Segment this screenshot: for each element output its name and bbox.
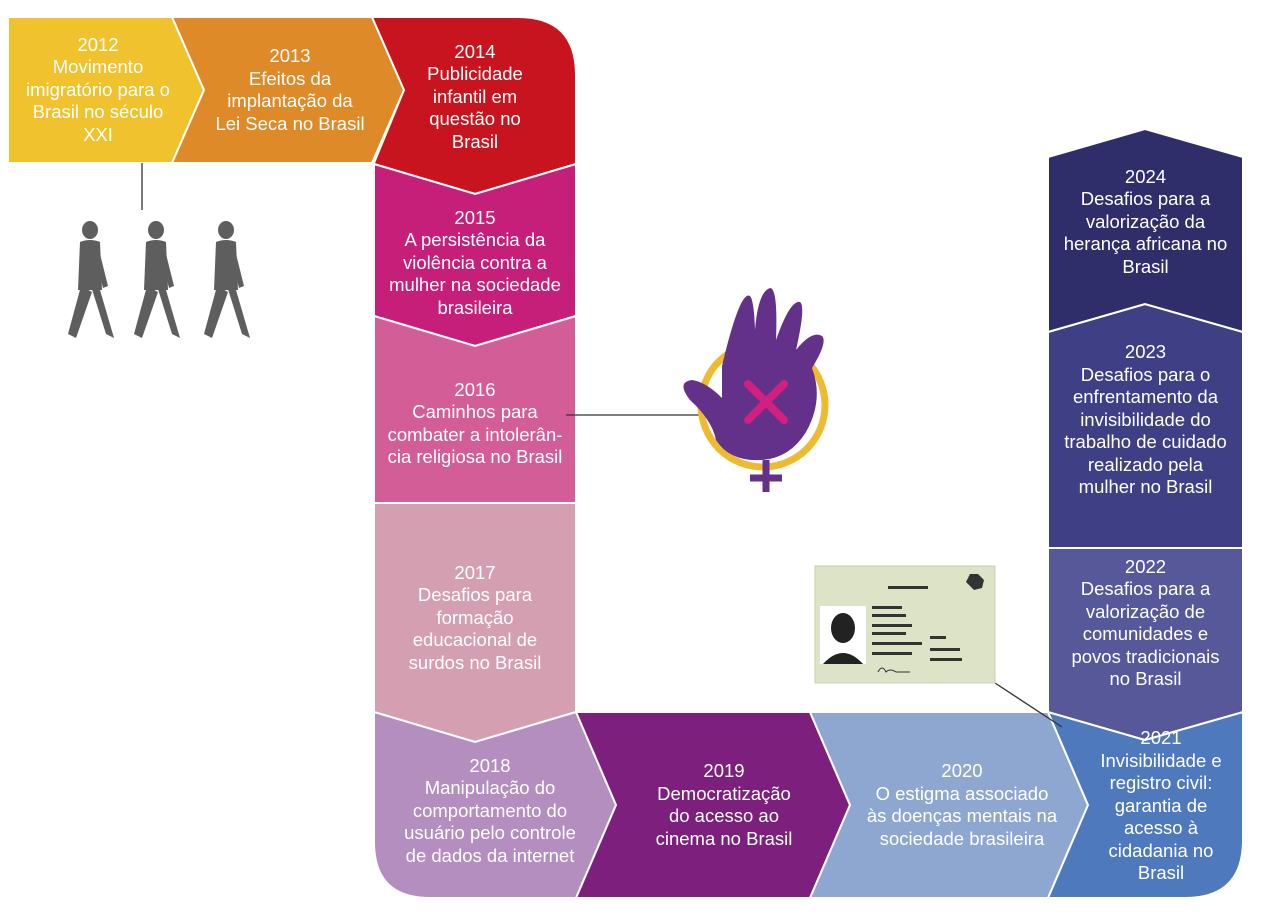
entry-title: Democratização do acesso ao cinema no Br… (655, 782, 793, 849)
card-line-10 (930, 658, 962, 661)
entry-year: 2020 (941, 760, 983, 781)
segment-2024 (1047, 127, 1244, 334)
hand-shape (683, 288, 824, 461)
card-line-1 (888, 586, 928, 589)
card-line-6 (872, 642, 922, 645)
entry-year: 2012 (77, 33, 119, 55)
stop-violence-hand-icon (683, 288, 829, 492)
segment-2016 (373, 314, 577, 504)
walking-people-icon (68, 221, 250, 338)
connector-2021 (994, 682, 1063, 728)
entry-title: A persistência da violência contra a mul… (389, 229, 561, 318)
segment-2021 (1046, 710, 1244, 899)
entry-year: 2013 (269, 45, 311, 66)
entry-year: 2016 (454, 378, 496, 400)
entry-year: 2017 (454, 561, 496, 583)
card-line-7 (872, 652, 912, 655)
timeline-shapes-group (7, 16, 1244, 899)
id-card-icon (814, 565, 996, 684)
card-photo-head (831, 613, 855, 643)
entry-title: Publicidade infantil em questão no Brasi… (427, 63, 523, 152)
card-line-5 (872, 632, 906, 635)
entry-year: 2024 (1124, 165, 1167, 187)
entry-title: Manipulação do comportamento do usuário … (404, 777, 576, 866)
entry-year: 2023 (1124, 341, 1167, 363)
entry-title: Invisibilidade e registro civil: garanti… (1100, 749, 1222, 884)
card-line-3 (872, 614, 906, 617)
card-line-8 (930, 636, 946, 639)
entry-year: 2015 (454, 206, 496, 228)
entry-title: Desafios para formação educacional de su… (408, 584, 542, 673)
x-mark (744, 380, 788, 424)
entry-title: Movimento imigratório para o Brasil no s… (26, 56, 170, 145)
card-photo-shoulders (823, 653, 863, 664)
card-line-2 (872, 606, 902, 609)
entry-year: 2022 (1124, 555, 1167, 577)
entry-year: 2019 (703, 760, 745, 781)
entry-title: O estigma associado às doenças mentais n… (866, 782, 1058, 849)
walker-3 (204, 221, 250, 338)
entry-title: Caminhos para combater a intolerân- cia … (387, 401, 563, 467)
card-line-4 (872, 624, 912, 627)
entry-year: 2018 (469, 754, 511, 776)
card-map (966, 574, 984, 590)
card-signature (877, 667, 910, 673)
entry-title: Efeitos da implantação da Lei Seca no Br… (215, 67, 365, 134)
entry-year: 2021 (1140, 727, 1182, 749)
entry-title: Desafios para a valorização de comunidad… (1071, 578, 1220, 689)
entry-year: 2014 (454, 40, 496, 62)
walker-1 (68, 221, 114, 338)
entry-title: Desafios para a valorização da herança a… (1063, 188, 1228, 277)
walker-2 (134, 221, 180, 338)
card-line-9 (930, 648, 960, 651)
entry-title: Desafios para o enfrentamento da invisib… (1064, 363, 1227, 498)
